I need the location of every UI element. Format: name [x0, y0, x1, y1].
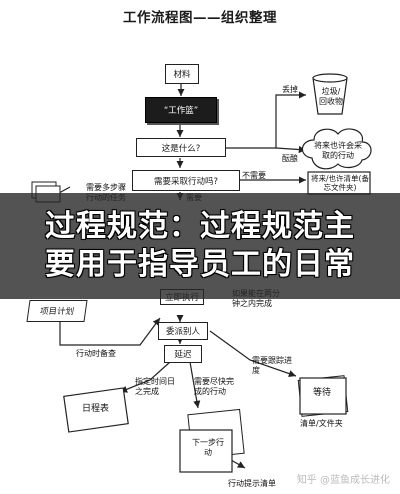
- node-asap: 需要尽快完成的行动: [194, 377, 234, 396]
- waiting-stack-front: [299, 377, 347, 415]
- node-action-required: 需要采取行动吗?: [132, 170, 240, 191]
- edge-label-discard: 丢掉: [282, 85, 298, 94]
- node-delegate: 委派别人: [158, 322, 208, 340]
- edge-to-calendar: [119, 361, 171, 393]
- node-waiting-for: 需要跟踪进度: [252, 356, 292, 375]
- node-lists: 清单/文件夹: [300, 419, 343, 428]
- diagram-title: 工作流程图——组织整理: [123, 10, 277, 26]
- edge-to-asap: [189, 361, 201, 409]
- calendar-shape: [63, 387, 129, 433]
- edge-project-review: [59, 317, 161, 346]
- node-reminders: 行动提示清单: [228, 479, 276, 488]
- node-materials: 材料: [165, 64, 199, 84]
- edge-label-hatch: 酝酿: [282, 154, 298, 163]
- banner-line-2: 要用于指导员工的日常: [45, 247, 355, 282]
- trash-bin-rim: [312, 73, 348, 83]
- edge-to-waiting: [209, 330, 297, 378]
- node-what-is-it: 这是什么?: [136, 138, 226, 157]
- node-waiting-list: 等待: [313, 388, 332, 398]
- overlay-banner-text: 过程规范：过程规范主 要用于指导员工的日常: [0, 208, 400, 284]
- node-inbox: “工作篮”: [145, 97, 217, 123]
- watermark: 知乎 @蓝鱼成长进化: [296, 475, 390, 486]
- edge-to-someday: [275, 145, 307, 154]
- node-reference: 将来/也许清单(备忘文件夹): [311, 174, 369, 192]
- node-defer: 延迟: [164, 345, 202, 363]
- node-project-plan: 项目计划: [26, 300, 88, 322]
- someday-cloud-shape: [301, 128, 372, 170]
- node-specific-time: 指定时间日之完成: [135, 377, 175, 396]
- node-calendar: 日程表: [82, 404, 110, 414]
- edge-label-no: 不需要: [242, 171, 266, 180]
- next-actions-shape: [179, 429, 233, 473]
- edge-to-trash: [226, 91, 306, 149]
- banner-line-1: 过程规范：过程规范主: [45, 209, 355, 244]
- node-someday: 将来也许会采取的行动: [314, 141, 362, 160]
- node-trash: 垃圾/回收物: [319, 87, 343, 106]
- node-next-actions: 下一步行动: [192, 438, 224, 457]
- overlay-banner: [0, 193, 400, 299]
- node-review: 行动时备查: [76, 349, 116, 358]
